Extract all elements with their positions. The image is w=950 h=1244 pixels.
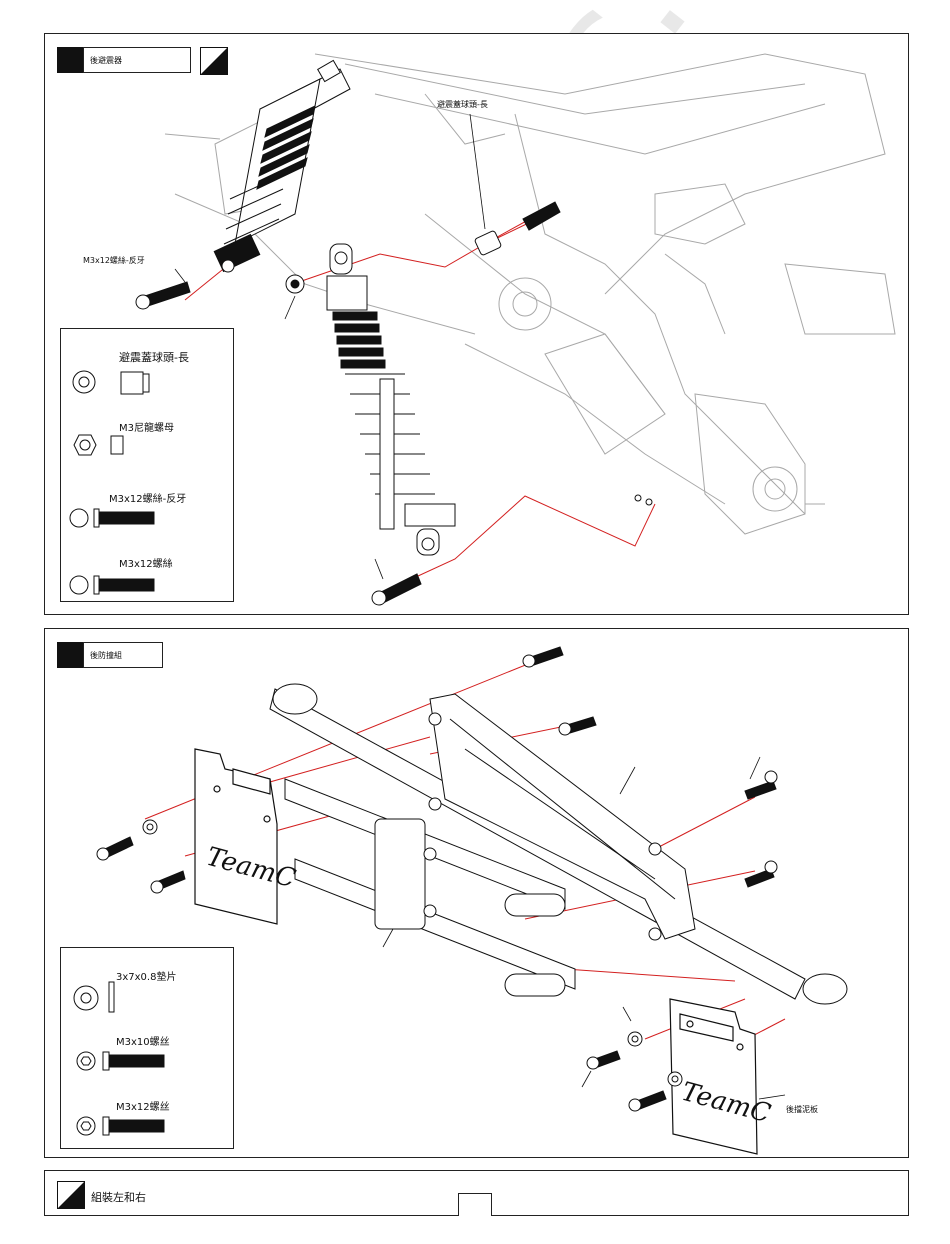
checkbox-slash-icon bbox=[200, 47, 228, 75]
legend-item-screw-m3x12: M3x12螺丝 bbox=[116, 1098, 170, 1113]
callout-screw-reverse: M3x12螺絲-反牙 bbox=[83, 255, 145, 266]
page-number-tab bbox=[458, 1193, 492, 1216]
shock-absorber-2 bbox=[327, 244, 455, 555]
mud-flap-right bbox=[670, 999, 757, 1154]
legend-item-screw-reverse: M3x12螺絲-反牙 bbox=[109, 490, 186, 505]
step-marker bbox=[57, 47, 83, 73]
section-title: 後防撞組 bbox=[83, 642, 163, 668]
checkbox-slash-icon bbox=[57, 1181, 85, 1209]
section-header: 後避震器 bbox=[57, 47, 191, 73]
shock-absorber-1 bbox=[214, 60, 350, 272]
mud-flap-left bbox=[195, 749, 277, 924]
section-title: 後避震器 bbox=[83, 47, 191, 73]
parts-legend: 3x7x0.8墊片 M3x10螺丝 M3x12螺丝 bbox=[60, 947, 234, 1149]
callout-ball-end: 避震蓋球頭-長 bbox=[437, 99, 488, 110]
panel-rear-shock: 後避震器 避震蓋球頭-長 M3x12螺絲-反牙 避震蓋球頭-長 M3尼龍螺母 bbox=[44, 33, 909, 615]
legend-item-screw-m3x10: M3x10螺丝 bbox=[116, 1033, 170, 1048]
legend-item-ball-end: 避震蓋球頭-長 bbox=[119, 349, 189, 365]
section-header: 後防撞組 bbox=[57, 642, 163, 668]
legend-item-screw: M3x12螺絲 bbox=[119, 555, 173, 570]
legend-item-washer: 3x7x0.8墊片 bbox=[116, 968, 176, 983]
legend-item-nylon-nut: M3尼龍螺母 bbox=[119, 419, 174, 434]
screw-lower bbox=[372, 574, 421, 605]
bumper-frame bbox=[270, 684, 847, 1004]
screw-reverse-thread bbox=[136, 282, 190, 309]
parts-legend: 避震蓋球頭-長 M3尼龍螺母 M3x12螺絲-反牙 M3x12螺絲 bbox=[60, 328, 234, 602]
step-title: 組裝左和右 bbox=[91, 1189, 146, 1205]
step-marker bbox=[57, 642, 83, 668]
panel-rear-bumper: TeamC TeamC bbox=[44, 628, 909, 1158]
callout-mud-flap: 後擋泥板 bbox=[786, 1104, 818, 1115]
